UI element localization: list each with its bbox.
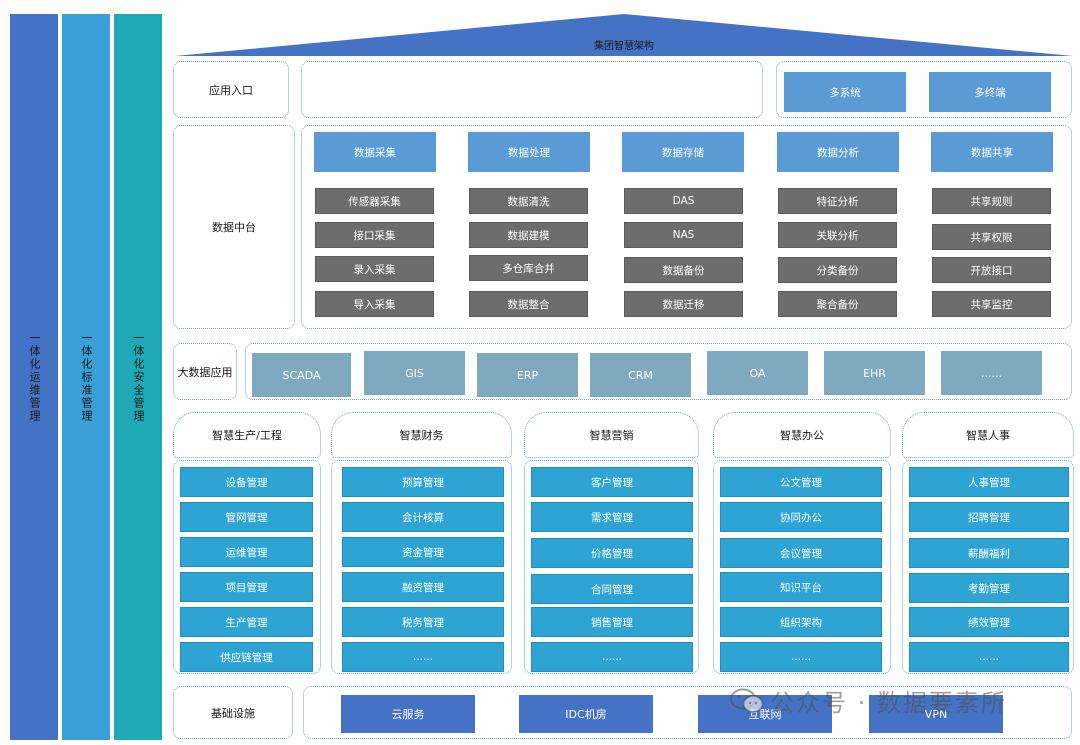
smart-group-box [173, 460, 321, 674]
smart-module: 资金管理 [342, 537, 504, 567]
smart-module: 客户管理 [531, 467, 693, 497]
smart-module: 招聘管理 [909, 502, 1069, 532]
smart-group-box [524, 460, 699, 674]
dp-item: 导入采集 [315, 291, 434, 317]
infra-item: IDC机房 [519, 695, 653, 733]
dp-column-title: 数据存储 [622, 132, 744, 172]
roof-title: 集团智慧架构 [594, 41, 654, 52]
smart-module: 融资管理 [342, 572, 504, 602]
big-data-app: CRM [590, 353, 691, 397]
dp-column-title: 数据采集 [314, 132, 436, 172]
smart-group-box [902, 460, 1074, 674]
smart-group-title: 智慧营销 [524, 412, 699, 458]
watermark-text: 公众号 · 数据要素所 [770, 689, 1007, 717]
dp-item: 数据整合 [469, 291, 588, 317]
app-entry-item: 多系统 [784, 72, 906, 112]
side-bar-standard: 一体化标准管理 [62, 14, 110, 740]
smart-module: 设备管理 [180, 467, 313, 497]
dp-item: 共享规则 [932, 188, 1051, 214]
dp-item: 传感器采集 [315, 188, 434, 214]
side-bar-label: 一体化安全管理 [132, 331, 145, 423]
dp-item: 接口采集 [315, 222, 434, 248]
app-entry-blank [301, 61, 763, 118]
dp-item: 录入采集 [315, 256, 434, 282]
side-bar-ops: 一体化运维管理 [10, 14, 58, 740]
big-data-box [245, 343, 1072, 400]
smart-module: 人事管理 [909, 467, 1069, 497]
smart-group-box [331, 460, 512, 674]
smart-module: ...... [342, 642, 504, 672]
smart-group-title: 智慧办公 [713, 412, 891, 458]
smart-module: ...... [531, 642, 693, 672]
wechat-icon [730, 688, 764, 713]
smart-module: 会议管理 [720, 538, 882, 568]
big-data-app: EHR [824, 351, 925, 395]
dp-item: 多仓库合并 [469, 255, 588, 281]
dp-item: 开放接口 [932, 257, 1051, 283]
dp-item: 特征分析 [778, 188, 897, 214]
data-platform-box [301, 125, 1072, 329]
smart-module: 运维管理 [180, 537, 313, 567]
big-data-app: OA [707, 351, 808, 395]
smart-module: 生产管理 [180, 607, 313, 637]
smart-module: 合同管理 [531, 574, 693, 604]
smart-module: 价格管理 [531, 538, 693, 568]
dp-item: NAS [624, 222, 743, 248]
big-data-app: SCADA [252, 353, 351, 397]
dp-column-title: 数据处理 [468, 132, 590, 172]
smart-module: 税务管理 [342, 607, 504, 637]
dp-item: 共享监控 [932, 291, 1051, 317]
roof-triangle [175, 14, 1073, 56]
infra-item: 云服务 [341, 695, 475, 733]
smart-module: 组织架构 [720, 607, 882, 637]
smart-module: 薪酬福利 [909, 538, 1069, 568]
smart-module: ...... [909, 642, 1069, 672]
dp-item: 数据备份 [624, 257, 743, 283]
smart-group-title: 智慧人事 [902, 412, 1074, 458]
smart-module: 预算管理 [342, 467, 504, 497]
data-platform-label: 数据中台 [173, 125, 295, 329]
smart-module: 知识平台 [720, 572, 882, 602]
dp-item: 数据清洗 [469, 188, 588, 214]
smart-group-box [713, 460, 891, 674]
smart-module: 会计核算 [342, 502, 504, 532]
smart-module: ...... [720, 642, 882, 672]
smart-module: 绩效管理 [909, 607, 1069, 637]
watermark: 公众号 · 数据要素所 [730, 683, 1007, 718]
smart-module: 协同办公 [720, 502, 882, 532]
dp-item: DAS [624, 188, 743, 214]
big-data-app: ERP [477, 353, 578, 397]
dp-item: 数据迁移 [624, 291, 743, 317]
smart-group-title: 智慧生产/工程 [173, 412, 321, 458]
dp-item: 聚合备份 [778, 291, 897, 317]
smart-module: 需求管理 [531, 502, 693, 532]
smart-module: 项目管理 [180, 572, 313, 602]
dp-column-title: 数据共享 [931, 132, 1053, 172]
app-entry-item: 多终端 [929, 72, 1051, 112]
dp-column-title: 数据分析 [777, 132, 899, 172]
side-bar-label: 一体化运维管理 [28, 331, 41, 423]
dp-item: 数据建模 [469, 222, 588, 248]
smart-module: 供应链管理 [180, 642, 313, 672]
infrastructure-label: 基础设施 [173, 686, 293, 739]
dp-item: 关联分析 [778, 222, 897, 248]
dp-item: 共享权限 [932, 224, 1051, 250]
big-data-label: 大数据应用 [173, 343, 237, 400]
big-data-app: ...... [941, 351, 1042, 395]
smart-module: 公文管理 [720, 467, 882, 497]
app-entry-box [776, 61, 1072, 118]
smart-module: 管网管理 [180, 502, 313, 532]
dp-item: 分类备份 [778, 257, 897, 283]
side-bar-security: 一体化安全管理 [114, 14, 162, 740]
big-data-app: GIS [364, 351, 465, 395]
smart-module: 销售管理 [531, 607, 693, 637]
side-bar-label: 一体化标准管理 [80, 331, 93, 423]
infra-item: VPN [869, 695, 1003, 733]
infrastructure-box [303, 686, 1072, 739]
smart-module: 考勤管理 [909, 573, 1069, 603]
smart-group-title: 智慧财务 [331, 412, 512, 458]
app-entry-label: 应用入口 [173, 61, 289, 118]
